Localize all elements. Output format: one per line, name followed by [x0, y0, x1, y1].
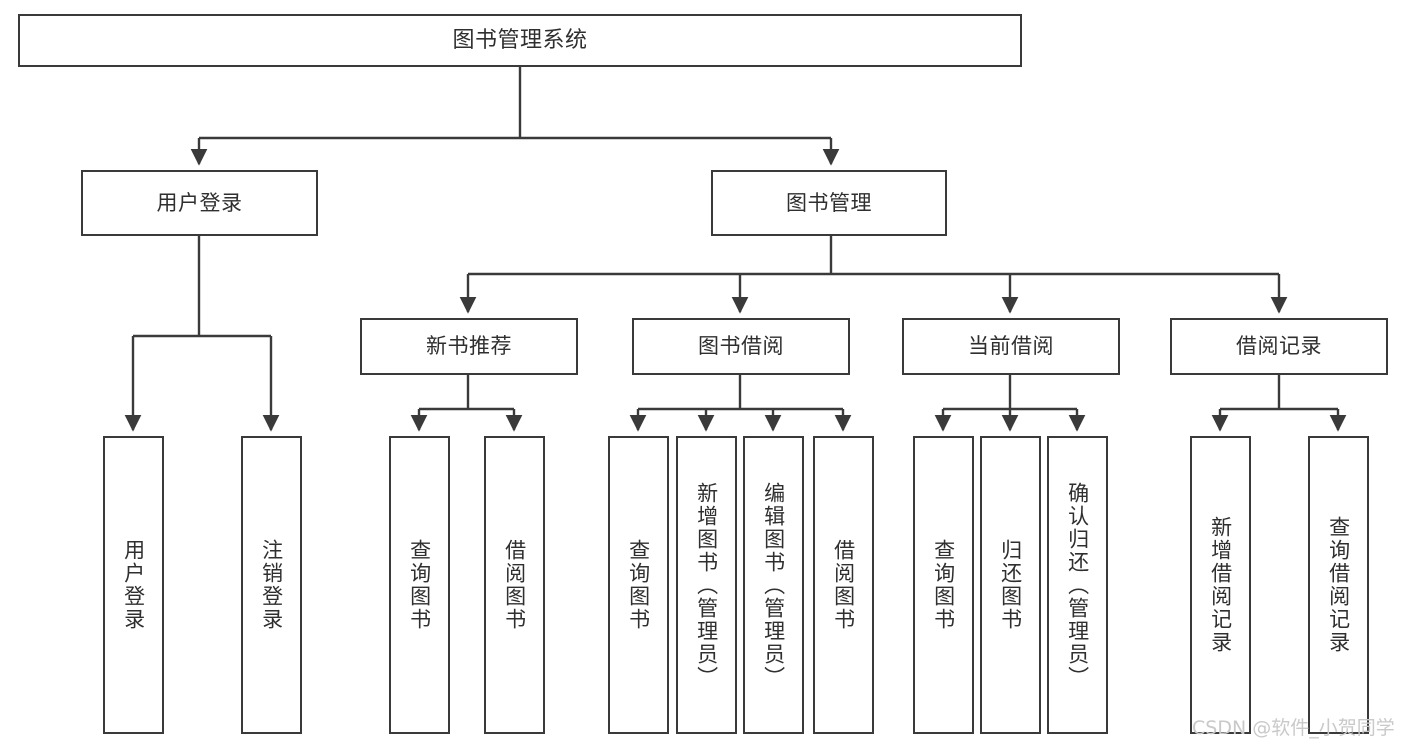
leaf-current-return-book[interactable]: 归还图书 — [980, 436, 1041, 734]
node-label: 查询借阅记录 — [1326, 516, 1351, 654]
node-label: 借阅记录 — [1236, 334, 1322, 359]
leaf-record-add[interactable]: 新增借阅记录 — [1190, 436, 1251, 734]
node-label: 借阅图书 — [502, 539, 527, 631]
node-book-borrow[interactable]: 图书借阅 — [632, 318, 850, 375]
node-label: 查询图书 — [931, 539, 956, 631]
node-root-system[interactable]: 图书管理系统 — [18, 14, 1022, 67]
leaf-recommend-borrow-book[interactable]: 借阅图书 — [484, 436, 545, 734]
node-label: 新书推荐 — [426, 334, 512, 359]
leaf-record-query[interactable]: 查询借阅记录 — [1308, 436, 1369, 734]
leaf-current-query-book[interactable]: 查询图书 — [913, 436, 974, 734]
leaf-recommend-query-book[interactable]: 查询图书 — [389, 436, 450, 734]
leaf-user-login[interactable]: 用户登录 — [103, 436, 164, 734]
node-label: 图书管理 — [786, 190, 872, 215]
node-label: 用户登录 — [156, 190, 243, 215]
node-book-management[interactable]: 图书管理 — [711, 170, 947, 236]
node-label: 新增借阅记录 — [1208, 516, 1233, 654]
node-user-login[interactable]: 用户登录 — [81, 170, 318, 236]
node-label: 确认归还（管理员） — [1065, 481, 1090, 689]
node-label: 查询图书 — [407, 539, 432, 631]
node-label: 图书管理系统 — [452, 27, 588, 53]
leaf-borrow-add-book[interactable]: 新增图书（管理员） — [676, 436, 737, 734]
csdn-watermark: CSDN @软件_小贺同学 — [1192, 717, 1395, 739]
node-label: 编辑图书（管理员） — [761, 481, 786, 689]
node-label: 归还图书 — [998, 539, 1023, 631]
leaf-current-confirm-return[interactable]: 确认归还（管理员） — [1047, 436, 1108, 734]
leaf-borrow-edit-book[interactable]: 编辑图书（管理员） — [743, 436, 804, 734]
node-label: 注销登录 — [259, 539, 284, 631]
node-label: 新增图书（管理员） — [694, 481, 719, 689]
node-borrow-record[interactable]: 借阅记录 — [1170, 318, 1388, 375]
leaf-borrow-borrow-book[interactable]: 借阅图书 — [813, 436, 874, 734]
leaf-borrow-query-book[interactable]: 查询图书 — [608, 436, 669, 734]
node-current-borrow[interactable]: 当前借阅 — [902, 318, 1120, 375]
node-label: 用户登录 — [121, 539, 146, 631]
node-label: 借阅图书 — [831, 539, 856, 631]
node-label: 图书借阅 — [698, 334, 784, 359]
leaf-user-logout[interactable]: 注销登录 — [241, 436, 302, 734]
node-label: 查询图书 — [626, 539, 651, 631]
node-label: 当前借阅 — [968, 334, 1054, 359]
node-new-book-recommend[interactable]: 新书推荐 — [360, 318, 578, 375]
